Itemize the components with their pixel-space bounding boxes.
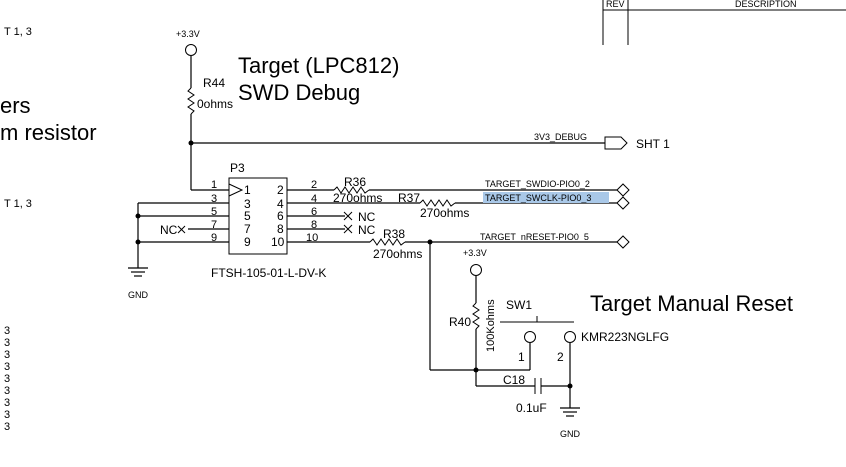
p3-inner-pin-2: 2 (277, 183, 284, 197)
p3-inner-pin-8: 8 (277, 222, 284, 236)
left-three-9: 3 (4, 421, 10, 433)
left-text-ers: ers (0, 93, 31, 118)
net-label-swclk: TARGET_SWCLK-PIO0_3 (485, 193, 591, 203)
left-sheet-ref-b: T 1, 3 (4, 198, 32, 210)
p3-inner-pin-7: 7 (244, 222, 251, 236)
p3-inner-pin-10: 10 (271, 235, 285, 249)
port-nreset[interactable] (616, 235, 630, 249)
port-swdio[interactable] (616, 183, 630, 197)
c18-ref: C18 (503, 373, 525, 387)
sheet-ref-sht1: SHT 1 (636, 137, 670, 151)
sw1-part-number: KMR223NGLFG (581, 330, 669, 344)
p3-outer-pin-7: 7 (211, 219, 217, 231)
pins-6-8-no-connect: NC NC (287, 210, 376, 237)
net-label-swdio: TARGET_SWDIO-PIO0_2 (485, 179, 590, 189)
power-circle-top (185, 44, 197, 56)
left-three-1: 3 (4, 325, 10, 337)
rev-header: REV (606, 0, 625, 9)
left-three-8: 3 (4, 409, 10, 421)
port-swclk[interactable] (616, 196, 630, 210)
r37-value: 270ohms (420, 206, 469, 220)
p3-outer-pin-9: 9 (211, 232, 217, 244)
nc-label-pin7: NC (160, 223, 178, 237)
junction-gnd-5 (135, 213, 141, 219)
r38-ref: R38 (383, 227, 405, 241)
nc-label-pin8: NC (358, 223, 376, 237)
r44-ref: R44 (203, 76, 225, 90)
r36-value: 270ohms (333, 191, 382, 205)
p3-pin1-marker (228, 183, 244, 197)
p3-outer-pin-8: 8 (311, 219, 317, 231)
connector-p3[interactable]: P3 FTSH-105-01-L-DV-K 1 3 5 7 9 2 4 6 8 … (211, 161, 326, 280)
p3-inner-pin-6: 6 (277, 209, 284, 223)
p3-outer-pin-10: 10 (306, 232, 318, 244)
p3-ref: P3 (230, 161, 245, 175)
power-label-reset: +3.3V (463, 248, 487, 258)
net-nreset: R38 270ohms TARGET_nRESET-PIO0_5 (287, 227, 630, 371)
sw1-ref: SW1 (506, 298, 532, 312)
p3-outer-pin-6: 6 (311, 206, 317, 218)
p3-inner-pin-4: 4 (277, 197, 284, 211)
sw1-pin-2: 2 (557, 350, 564, 364)
gnd-label-right: GND (560, 429, 581, 439)
sw1-contact-1 (524, 331, 536, 343)
r38-value: 270ohms (373, 247, 422, 261)
left-edge-text: T 1, 3 ers m resistor T 1, 3 3 3 3 3 3 3… (0, 26, 97, 433)
p3-outer-pin-2: 2 (311, 179, 317, 191)
r40-ref: R40 (449, 315, 471, 329)
net-swclk: R37 270ohms TARGET_SWCLK-PIO0_3 (287, 191, 630, 220)
resistor-r44[interactable]: R44 0ohms (187, 56, 233, 190)
manual-reset-title: Target Manual Reset (590, 291, 793, 316)
gnd-label-left: GND (128, 290, 149, 300)
left-three-3: 3 (4, 349, 10, 361)
left-three-4: 3 (4, 361, 10, 373)
resistor-r40[interactable]: +3.3V R40 100Kohms (449, 248, 497, 386)
power-label-top: +3.3V (176, 29, 200, 39)
c18-value: 0.1uF (516, 401, 547, 415)
left-text-resistor: m resistor (0, 120, 97, 145)
p3-outer-pin-3: 3 (211, 193, 217, 205)
capacitor-c18[interactable]: C18 0.1uF (476, 373, 573, 415)
p3-inner-pin-3: 3 (244, 197, 251, 211)
power-circle-reset (470, 264, 482, 276)
left-three-2: 3 (4, 337, 10, 349)
r37-ref: R37 (398, 191, 420, 205)
p3-inner-pin-9: 9 (244, 235, 251, 249)
p3-outer-pin-5: 5 (211, 206, 217, 218)
pin7-no-connect: NC (160, 223, 229, 237)
net-label-3v3-debug: 3V3_DEBUG (534, 132, 587, 142)
r40-value: 100Kohms (485, 299, 497, 352)
left-three-7: 3 (4, 397, 10, 409)
description-header: DESCRIPTION (735, 0, 797, 9)
offsheet-connector[interactable] (604, 136, 628, 150)
swd-debug-title: SWD Debug (238, 80, 360, 105)
title-block: REV DESCRIPTION (602, 0, 846, 45)
p3-inner-pin-5: 5 (244, 209, 251, 223)
net-3v3-debug: 3V3_DEBUG SHT 1 (188, 132, 670, 151)
net-swdio: R36 270ohms TARGET_SWDIO-PIO0_2 (287, 175, 630, 205)
junction-c18 (567, 383, 573, 389)
left-ground-bus: GND (128, 202, 229, 300)
power-symbol-top: +3.3V (176, 29, 200, 56)
r36-ref: R36 (344, 175, 366, 189)
left-three-5: 3 (4, 373, 10, 385)
sw1-pin-1: 1 (518, 350, 525, 364)
net-label-nreset: TARGET_nRESET-PIO0_5 (480, 232, 589, 242)
left-three-6: 3 (4, 385, 10, 397)
p3-part-number: FTSH-105-01-L-DV-K (211, 266, 326, 280)
left-sheet-ref-a: T 1, 3 (4, 26, 32, 38)
nc-label-pin6: NC (358, 210, 376, 224)
right-ground: GND (560, 407, 581, 439)
swclk-highlight (483, 192, 609, 203)
switch-sw1[interactable]: SW1 KMR223NGLFG 1 2 (476, 298, 669, 408)
r44-value: 0ohms (197, 97, 233, 111)
p3-outer-pin-1: 1 (211, 179, 217, 191)
p3-inner-pin-1: 1 (244, 183, 251, 197)
target-title: Target (LPC812) (238, 53, 399, 78)
p3-outer-pin-4: 4 (311, 193, 317, 205)
sw1-contact-2 (564, 331, 576, 343)
